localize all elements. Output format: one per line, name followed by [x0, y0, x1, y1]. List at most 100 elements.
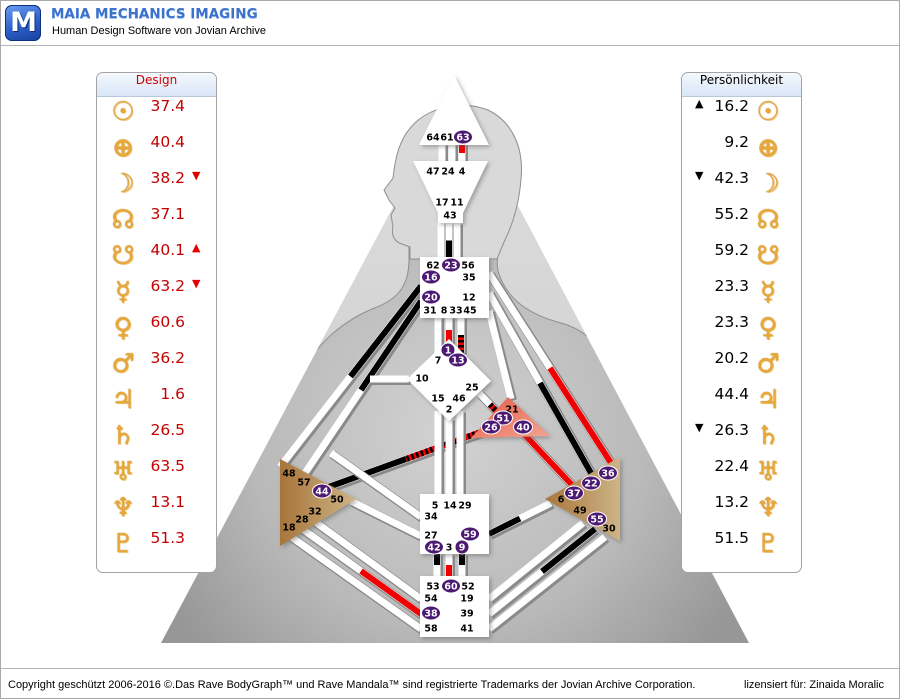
- gate-7[interactable]: 7: [435, 356, 442, 367]
- planet-row-jupiter[interactable]: ♃44.4: [682, 385, 801, 421]
- planet-row-saturn[interactable]: ♄26.3▼: [682, 421, 801, 457]
- planet-row-neptune[interactable]: ♆13.2: [682, 493, 801, 529]
- channel-54-32[interactable]: [311, 518, 426, 605]
- gate-24[interactable]: 24: [441, 167, 455, 178]
- channel-12-22[interactable]: [485, 291, 597, 477]
- planet-row-earth[interactable]: ⊕9.2: [682, 133, 801, 169]
- gate-32[interactable]: 32: [308, 507, 321, 518]
- gate-31[interactable]: 31: [423, 306, 436, 317]
- gate-48[interactable]: 48: [282, 469, 296, 480]
- channel-58-18[interactable]: [287, 533, 426, 635]
- gate-30[interactable]: 30: [602, 524, 616, 535]
- gate-20[interactable]: 20: [421, 289, 441, 305]
- gate-29[interactable]: 29: [458, 501, 471, 512]
- channel-34-57[interactable]: [328, 450, 426, 523]
- channel-3-60[interactable]: [445, 554, 455, 578]
- planet-row-mars[interactable]: ♂36.2: [97, 349, 216, 385]
- channel-35-36[interactable]: [486, 271, 617, 467]
- channel-20-57[interactable]: [298, 299, 427, 484]
- channel-2-14[interactable]: [445, 419, 455, 496]
- gate-40[interactable]: 40: [513, 419, 533, 435]
- gate-6[interactable]: 6: [558, 495, 565, 506]
- channel-46-29[interactable]: [456, 411, 466, 496]
- gate-9[interactable]: 9: [454, 539, 470, 555]
- gate-37[interactable]: 37: [564, 485, 584, 501]
- gate-5[interactable]: 5: [432, 501, 439, 512]
- planet-row-mercury[interactable]: ☿23.3: [682, 277, 801, 313]
- gate-55[interactable]: 55: [587, 511, 607, 527]
- channel-11-56[interactable]: [453, 223, 463, 260]
- channel-38-28[interactable]: [298, 525, 426, 620]
- gate-39[interactable]: 39: [460, 609, 473, 620]
- gate-46[interactable]: 46: [452, 394, 466, 405]
- planet-row-south-node[interactable]: ☋59.2: [682, 241, 801, 277]
- channel-63-4[interactable]: [458, 144, 468, 164]
- channel-59-6[interactable]: [487, 499, 555, 540]
- gate-25[interactable]: 25: [465, 383, 478, 394]
- gate-52[interactable]: 52: [461, 582, 474, 593]
- gate-21[interactable]: 21: [505, 405, 518, 416]
- planet-row-neptune[interactable]: ♆13.1: [97, 493, 216, 529]
- g-center[interactable]: [407, 339, 491, 421]
- gate-28[interactable]: 28: [295, 515, 309, 526]
- gate-16[interactable]: 16: [421, 269, 441, 285]
- channel-41-30[interactable]: [486, 534, 610, 635]
- gate-2[interactable]: 2: [446, 405, 453, 416]
- gate-18[interactable]: 18: [282, 523, 296, 534]
- channel-61-24[interactable]: [448, 144, 458, 164]
- gate-17[interactable]: 17: [435, 198, 448, 209]
- planet-row-sun[interactable]: ☉16.2▲: [682, 97, 801, 133]
- gate-8[interactable]: 8: [441, 306, 448, 317]
- planet-row-earth[interactable]: ⊕40.4: [97, 133, 216, 169]
- planet-row-uranus[interactable]: ♅22.4: [682, 457, 801, 493]
- channel-43-23[interactable]: [445, 223, 455, 260]
- gate-64[interactable]: 64: [426, 133, 440, 144]
- planet-row-pluto[interactable]: ♇51.5: [682, 529, 801, 565]
- gate-35[interactable]: 35: [462, 273, 475, 284]
- gate-26[interactable]: 26: [481, 419, 501, 435]
- channel-9-52[interactable]: [458, 554, 468, 578]
- gate-47[interactable]: 47: [426, 167, 439, 178]
- planet-row-mars[interactable]: ♂20.2: [682, 349, 801, 385]
- gate-41[interactable]: 41: [460, 624, 473, 635]
- gate-38[interactable]: 38: [421, 605, 441, 621]
- channel-10-57[interactable]: [370, 375, 411, 385]
- channel-33-13[interactable]: [457, 317, 467, 355]
- gate-11[interactable]: 11: [450, 198, 463, 209]
- gate-57[interactable]: 57: [297, 478, 310, 489]
- channel-45-21[interactable]: [485, 310, 517, 402]
- gate-19[interactable]: 19: [460, 594, 473, 605]
- planet-row-saturn[interactable]: ♄26.5: [97, 421, 216, 457]
- gate-43[interactable]: 43: [443, 211, 456, 222]
- channel-16-48[interactable]: [277, 283, 427, 472]
- gate-4[interactable]: 4: [459, 167, 466, 178]
- gate-14[interactable]: 14: [443, 501, 457, 512]
- gate-51[interactable]: 51: [493, 410, 513, 426]
- planet-row-venus[interactable]: ♀23.3: [682, 313, 801, 349]
- channel-17-62[interactable]: [437, 223, 447, 260]
- gate-34[interactable]: 34: [424, 512, 438, 523]
- gate-12[interactable]: 12: [462, 293, 475, 304]
- gate-15[interactable]: 15: [431, 394, 444, 405]
- planet-row-venus[interactable]: ♀60.6: [97, 313, 216, 349]
- gate-58[interactable]: 58: [424, 624, 438, 635]
- gate-59[interactable]: 59: [460, 526, 480, 542]
- gate-50[interactable]: 50: [330, 495, 344, 506]
- planet-row-uranus[interactable]: ♅63.5: [97, 457, 216, 493]
- gate-60[interactable]: 60: [441, 578, 461, 594]
- gate-61[interactable]: 61: [440, 133, 453, 144]
- channel-64-47[interactable]: [438, 144, 448, 164]
- gate-54[interactable]: 54: [424, 594, 438, 605]
- gate-63[interactable]: 63: [453, 129, 473, 145]
- planet-row-moon[interactable]: ☽38.2▼: [97, 169, 216, 205]
- gate-53[interactable]: 53: [426, 582, 439, 593]
- planet-row-north-node[interactable]: ☊37.1: [97, 205, 216, 241]
- channel-39-55[interactable]: [486, 526, 600, 620]
- channel-19-49[interactable]: [486, 520, 588, 604]
- gate-42[interactable]: 42: [424, 539, 444, 555]
- gate-27[interactable]: 27: [424, 531, 437, 542]
- gate-33[interactable]: 33: [449, 306, 462, 317]
- gate-10[interactable]: 10: [415, 374, 429, 385]
- spleen-center[interactable]: [280, 459, 356, 546]
- gate-36[interactable]: 36: [598, 465, 618, 481]
